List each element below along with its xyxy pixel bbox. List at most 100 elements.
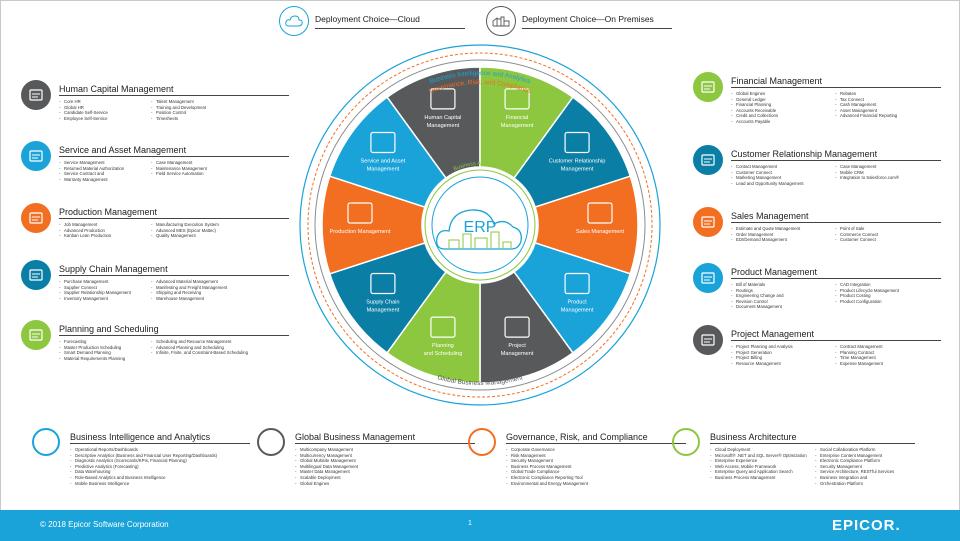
capability-item: Accounts Payable xyxy=(731,119,835,125)
section-icon xyxy=(468,428,496,456)
capability-item: Expense Management xyxy=(835,361,930,367)
segment-label: Financial xyxy=(506,115,528,121)
capability-item: Operational Reports/Dashboards xyxy=(70,447,250,453)
segment-label: Management xyxy=(501,123,534,129)
section-divider xyxy=(731,278,941,279)
capability-item: Financial Planning xyxy=(731,102,835,108)
item-column: Core HRGlobal HRCandidate Self-ServiceEm… xyxy=(59,99,151,121)
capability-item: Candidate Self-Service xyxy=(59,110,151,116)
segment-icon xyxy=(370,131,396,154)
capability-item: Document Management xyxy=(731,304,835,310)
capability-item: Engineering Change and xyxy=(731,293,835,299)
capability-item: Environmental and Energy Management xyxy=(506,481,686,487)
capability-item: Lead and Opportunity Management xyxy=(731,181,835,187)
section-items: Cloud DeploymentMicrosoft® .NET and SQL … xyxy=(710,447,910,486)
segment-icon xyxy=(430,88,456,110)
segment-label: Project xyxy=(508,343,526,349)
section-title: Supply Chain Management xyxy=(59,264,168,274)
capability-item: Bill of Materials xyxy=(731,282,835,288)
capability-item: Integration to Salesforce.com® xyxy=(835,175,930,181)
capability-item: Quality Management xyxy=(151,233,271,239)
capability-item: Commerce Connect xyxy=(835,232,930,238)
segment-icon xyxy=(587,202,613,224)
section-divider xyxy=(731,87,941,88)
capability-item: Predictive Analytics (Forecasting) xyxy=(70,464,250,470)
capability-item: Advanced MES (Epicor Mattec) xyxy=(151,228,271,234)
capability-item: Point of Sale xyxy=(835,226,930,232)
section-divider xyxy=(59,335,289,336)
capability-item: Marketing Management xyxy=(731,175,835,181)
item-column: Estimate and Quote ManagementOrder Manag… xyxy=(731,226,835,243)
item-column: Scheduling and Resource ManagementAdvanc… xyxy=(151,339,271,361)
capability-item: Manufacturing Execution System xyxy=(151,222,271,228)
section-divider xyxy=(506,443,686,444)
segment-icon xyxy=(564,272,590,295)
capability-item: Role-Based Analytics and Business Intell… xyxy=(70,475,250,481)
section-icon xyxy=(693,263,723,293)
item-column: Project Planning and AnalysisProject Gen… xyxy=(731,344,835,366)
capability-item: Global Engines xyxy=(295,481,475,487)
capability-item: Multicompany Management xyxy=(295,447,475,453)
capability-item: Multilingual Data Management xyxy=(295,464,475,470)
section-icon xyxy=(257,428,285,456)
section-items: Multicompany ManagementMulticurrency Man… xyxy=(295,447,475,486)
capability-item: Business Integration and xyxy=(815,475,910,481)
capability-item: Customer Connect xyxy=(731,170,835,176)
capability-item: Service Architecture, RESTful Services xyxy=(815,469,910,475)
capability-item: Position Control xyxy=(151,110,271,116)
section-icon xyxy=(21,260,51,290)
segment-label: Sales Management xyxy=(576,229,625,235)
segment-icon xyxy=(370,272,396,295)
item-column: Point of SaleCommerce ConnectCustomer Co… xyxy=(835,226,930,243)
capability-item: Enterprise Content Management xyxy=(815,453,910,459)
section-icon xyxy=(693,207,723,237)
capability-item: Product Lifecycle Management xyxy=(835,288,930,294)
capability-item: Service Management xyxy=(59,160,151,166)
capability-item: Smart Demand Planning xyxy=(59,350,151,356)
capability-item: Data Warehousing xyxy=(70,469,250,475)
capability-item: Mobile Business Intelligence xyxy=(70,481,250,487)
section-items: Job ManagementAdvanced ProductionKanban … xyxy=(59,222,271,239)
item-column: Cloud DeploymentMicrosoft® .NET and SQL … xyxy=(710,447,815,486)
item-column: ForecastingMaster Production SchedulingS… xyxy=(59,339,151,361)
capability-item: Contract Management xyxy=(835,344,930,350)
capability-item: Inventory Management xyxy=(59,296,151,302)
section-title: Planning and Scheduling xyxy=(59,324,159,334)
capability-item: Contact Management xyxy=(731,164,835,170)
cloud-icon xyxy=(279,6,309,36)
capability-item: Risk Management xyxy=(506,453,686,459)
capability-item: Warranty Management xyxy=(59,177,151,183)
section-icon xyxy=(21,320,51,350)
capability-item: Enterprise Experience xyxy=(710,458,815,464)
item-column: Bill of MaterialsRoutingsEngineering Cha… xyxy=(731,282,835,310)
segment-label: Management xyxy=(501,351,534,357)
epicor-logo: EPICOR. xyxy=(832,517,901,534)
item-column: Social Collaboration PlatformEnterprise … xyxy=(815,447,910,486)
segment-label: Management xyxy=(561,166,594,172)
segment-label: Service and Asset xyxy=(361,158,406,164)
deployment-onprem: Deployment Choice—On Premises xyxy=(486,6,672,36)
capability-item: Kanban Lean Production xyxy=(59,233,151,239)
capability-item: Global Trade Compliance xyxy=(506,469,686,475)
capability-item: Scalable Deployment xyxy=(295,475,475,481)
segment-label: Management xyxy=(367,308,400,314)
capability-item: Product Configuration xyxy=(835,299,930,305)
capability-item: Diagnostic Analytics (Scorecards/KPIs, F… xyxy=(70,458,250,464)
section-divider xyxy=(59,156,289,157)
section-title: Global Business Management xyxy=(295,432,416,442)
segment-label: Customer Relationship xyxy=(549,158,606,164)
footer-bar: © 2018 Epicor Software Corporation 1 EPI… xyxy=(0,510,960,541)
item-column: Corporate GovernanceRisk ManagementSecur… xyxy=(506,447,686,486)
item-column: Purchase ManagementSupplier ConnectSuppl… xyxy=(59,279,151,301)
capability-item: Advanced Material Management xyxy=(151,279,271,285)
section-icon xyxy=(21,141,51,171)
capability-item: Microsoft® .NET and SQL Server® Optimiza… xyxy=(710,453,815,459)
capability-item: Customer Connect xyxy=(835,237,930,243)
section-divider xyxy=(70,443,250,444)
item-column: Manufacturing Execution SystemAdvanced M… xyxy=(151,222,271,239)
capability-item: Multicurrency Management xyxy=(295,453,475,459)
item-column: Advanced Material ManagementManifesting … xyxy=(151,279,271,301)
section-title: Customer Relationship Management xyxy=(731,149,878,159)
capability-item: Revision Control xyxy=(731,299,835,305)
section-title: Governance, Risk, and Compliance xyxy=(506,432,648,442)
